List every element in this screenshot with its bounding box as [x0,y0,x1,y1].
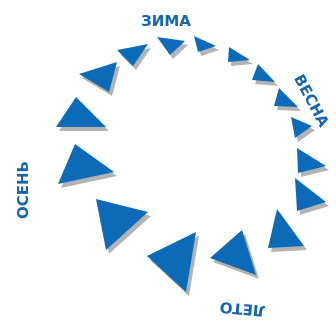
cycle-arrows [56,36,329,296]
season-label-winter: ЗИМА [141,12,191,30]
season-label-autumn: ОСЕНЬ [14,161,32,219]
cycle-arrow-14 [56,97,106,127]
season-label-summer: ЛЕТО [219,298,266,320]
cycle-arrow-3 [228,47,250,62]
cycle-arrow-4 [252,64,275,82]
cycle-arrow-9 [268,209,304,248]
cycle-arrow-5 [274,88,298,107]
